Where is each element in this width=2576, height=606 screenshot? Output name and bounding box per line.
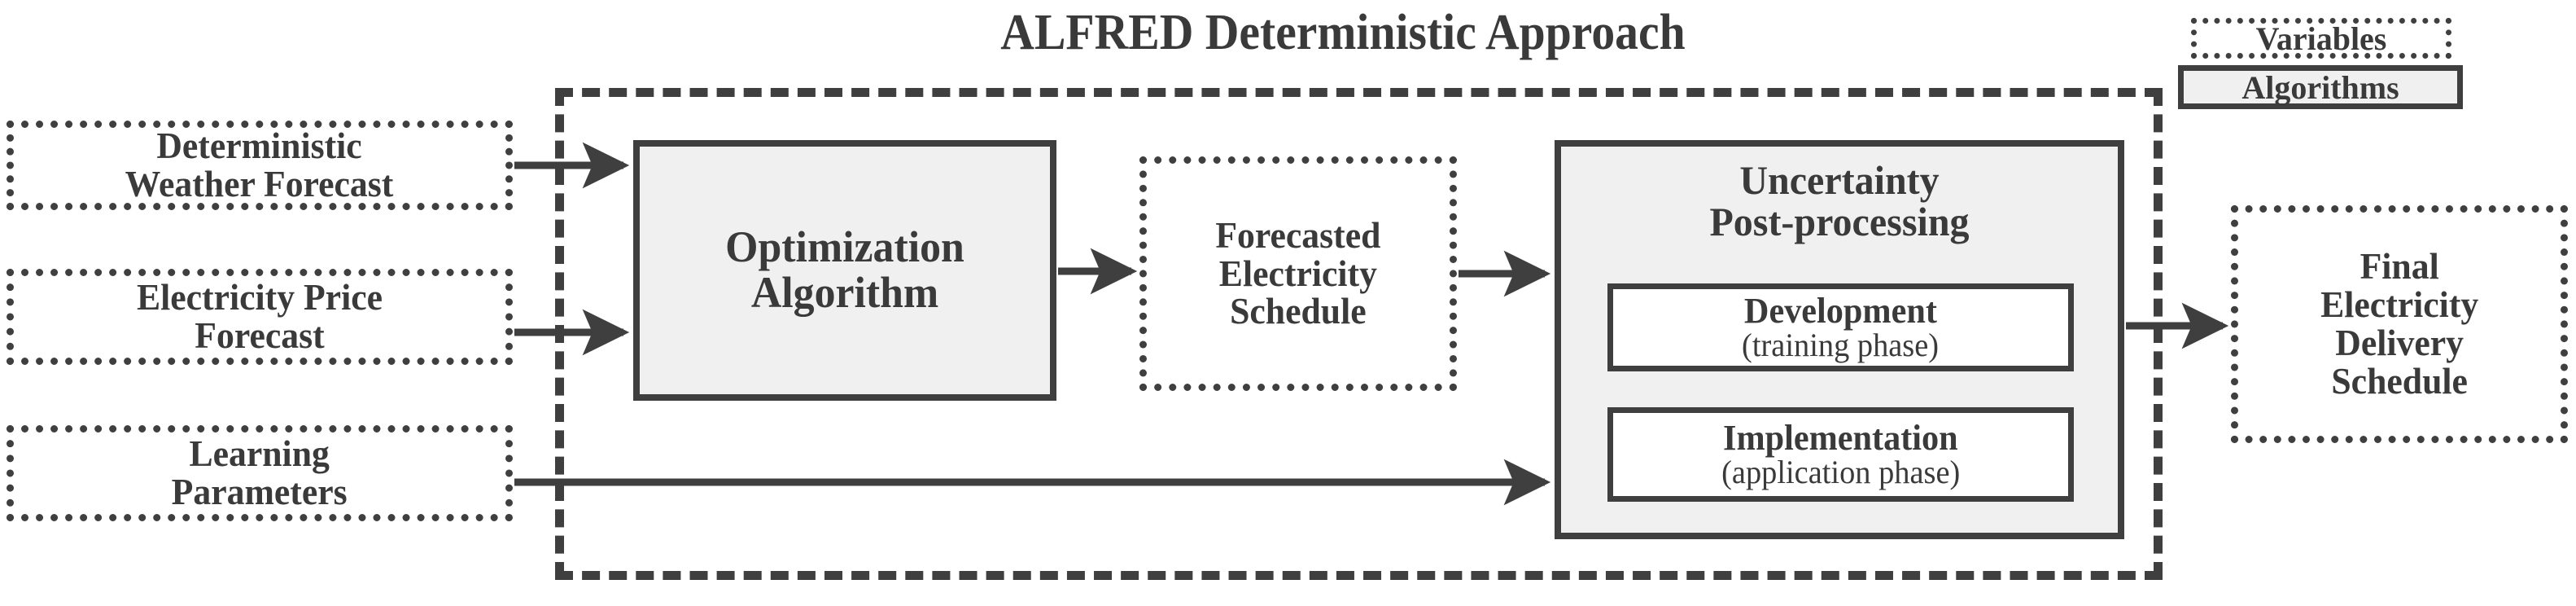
variable-box-learning-parameters: Learning Parameters xyxy=(7,425,513,521)
variable-box-label: Forecasted Electricity Schedule xyxy=(1215,213,1381,332)
legend-algorithms-label: Algorithms xyxy=(2241,68,2399,106)
subbox-subtitle: (training phase) xyxy=(1742,327,1940,363)
variable-box-label: Electricity Price Forecast xyxy=(136,276,383,356)
subbox-development: Development (training phase) xyxy=(1607,283,2074,371)
subbox-implementation: Implementation (application phase) xyxy=(1607,407,2074,502)
variable-box-deterministic-weather-forecast: Deterministic Weather Forecast xyxy=(7,121,513,210)
variable-box-label: Learning Parameters xyxy=(172,433,348,512)
algorithm-box-optimization-algorithm: Optimization Algorithm xyxy=(633,140,1056,401)
subbox-title: Development xyxy=(1744,291,1937,331)
page-title: ALFRED Deterministic Approach xyxy=(851,3,1835,62)
legend-item-algorithms: Algorithms xyxy=(2178,65,2463,109)
subbox-subtitle: (application phase) xyxy=(1721,454,1961,490)
variable-box-forecasted-electricity-schedule: Forecasted Electricity Schedule xyxy=(1139,156,1457,391)
variable-box-label: Deterministic Weather Forecast xyxy=(125,125,394,204)
legend-item-variables: Variables xyxy=(2191,18,2451,59)
variable-box-final-electricity-delivery-schedule: Final Electricity Delivery Schedule xyxy=(2231,205,2568,443)
variable-box-electricity-price-forecast: Electricity Price Forecast xyxy=(7,269,513,365)
subbox-title: Implementation xyxy=(1723,418,1958,458)
variable-box-label: Final Electricity Delivery Schedule xyxy=(2320,245,2479,402)
page-title-text: ALFRED Deterministic Approach xyxy=(1000,4,1686,60)
legend-variables-label: Variables xyxy=(2255,20,2387,57)
algorithm-box-label: Optimization Algorithm xyxy=(725,222,964,317)
uncertainty-heading: Uncertainty Post-processing xyxy=(1709,157,1970,244)
